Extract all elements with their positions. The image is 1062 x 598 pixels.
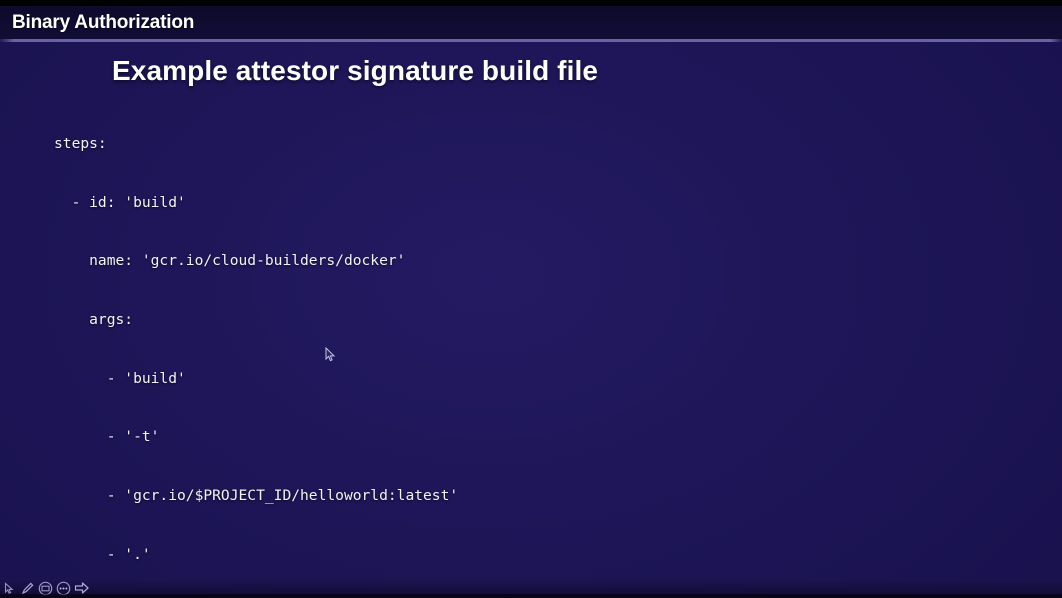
pointer-icon[interactable] [1, 580, 18, 597]
header-band [0, 6, 1062, 39]
code-block: steps: - id: 'build' name: 'gcr.io/cloud… [54, 95, 1039, 598]
code-line: steps: [54, 135, 107, 153]
code-line: - '.' [54, 545, 151, 563]
next-arrow-icon[interactable] [73, 580, 90, 597]
slide-title: Example attestor signature build file [112, 55, 599, 86]
top-letterbox-strip [0, 0, 1062, 6]
code-line: - '-t' [54, 428, 160, 446]
code-line: - 'build' [54, 369, 186, 387]
header-divider [0, 39, 1062, 42]
code-line: name: 'gcr.io/cloud-builders/docker' [54, 252, 406, 270]
code-line: args: [54, 311, 134, 329]
header-title: Binary Authorization [12, 12, 195, 33]
code-line: - 'gcr.io/$PROJECT_ID/helloworld:latest' [54, 486, 459, 504]
bottom-letterbox-strip [0, 594, 1062, 598]
code-line: - id: 'build' [54, 193, 186, 211]
pen-icon[interactable] [19, 580, 36, 597]
